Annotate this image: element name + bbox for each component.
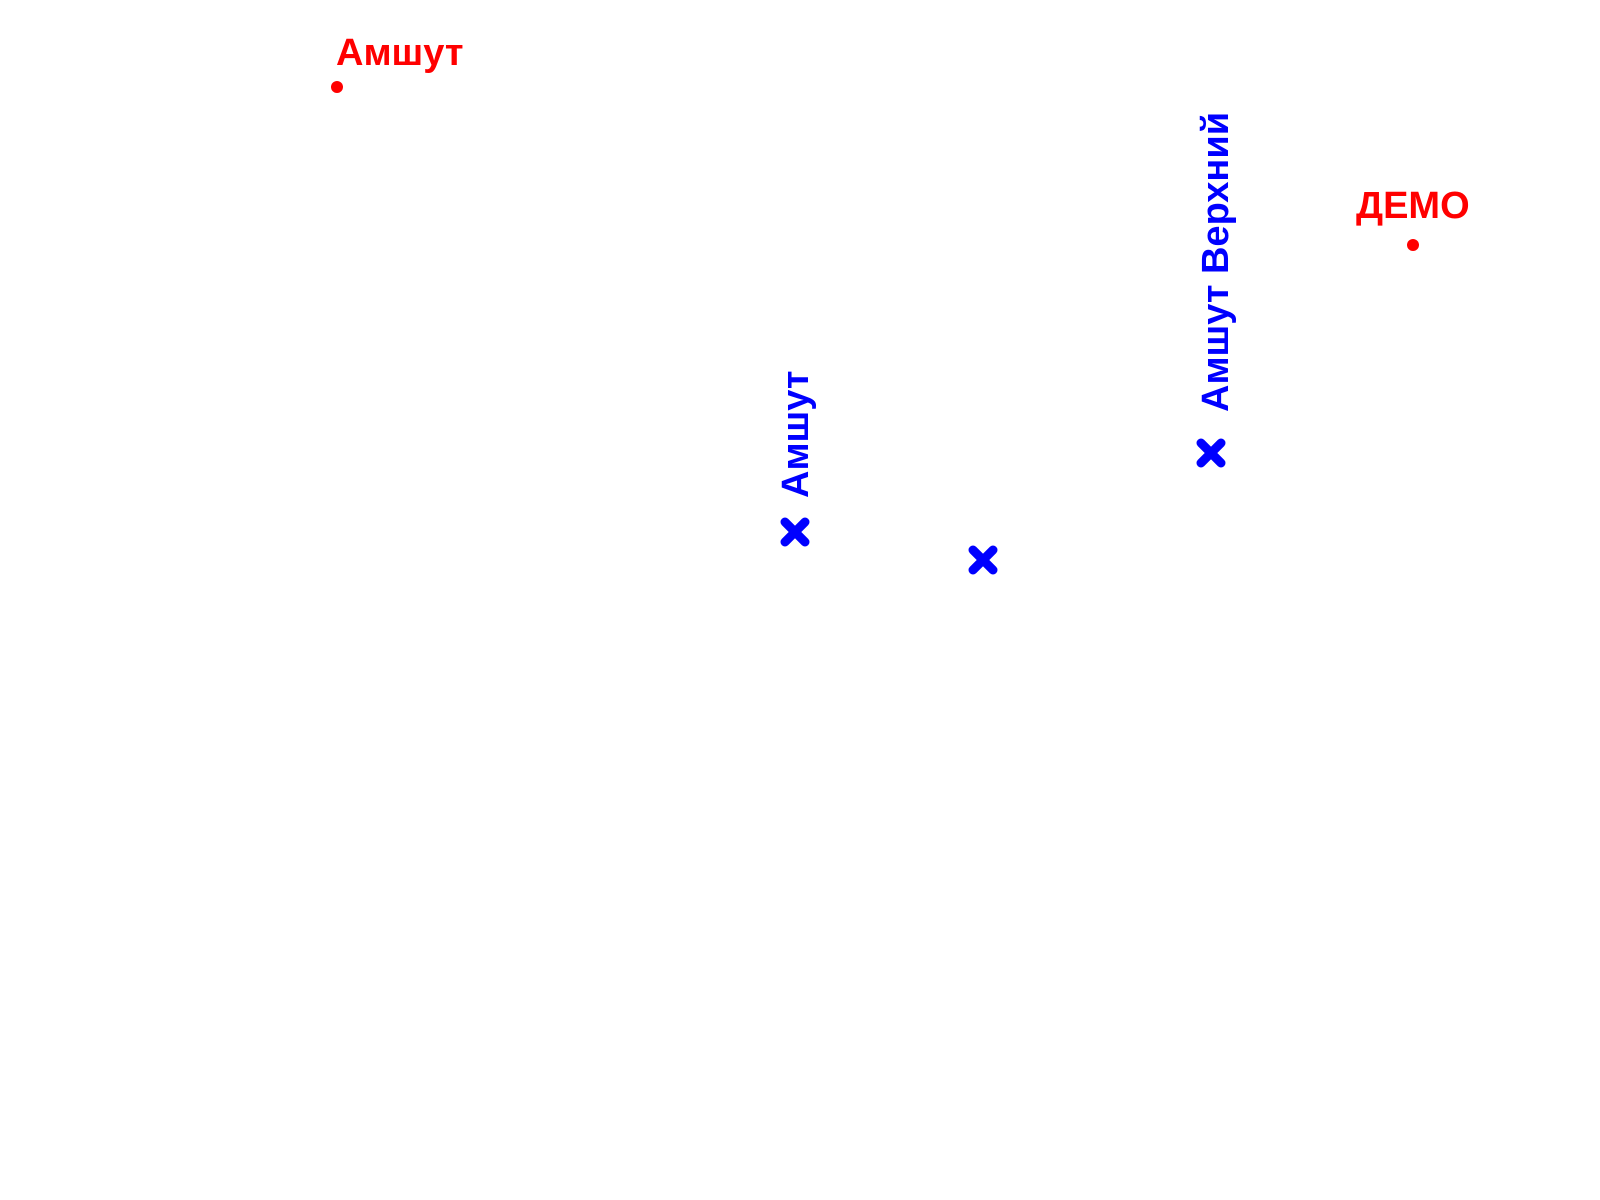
- point-amshut[interactable]: Амшут: [331, 32, 463, 93]
- point-demo[interactable]: ДЕМО: [1356, 185, 1470, 251]
- cross-icon: [968, 545, 998, 575]
- cross-icon: [1196, 438, 1226, 468]
- point-label: Амшут: [336, 32, 463, 74]
- dot-icon: [1407, 239, 1419, 251]
- cross-icon: [780, 517, 810, 547]
- dot-icon: [331, 81, 343, 93]
- cross-label: Амшут Верхний: [1195, 112, 1237, 412]
- point-label: ДЕМО: [1356, 185, 1470, 227]
- cross-amshut[interactable]: Амшут: [775, 371, 817, 547]
- cross-label: Амшут: [775, 371, 817, 498]
- cross-unlabeled[interactable]: [968, 545, 998, 575]
- cross-amshut-verkhniy[interactable]: Амшут Верхний: [1195, 112, 1237, 468]
